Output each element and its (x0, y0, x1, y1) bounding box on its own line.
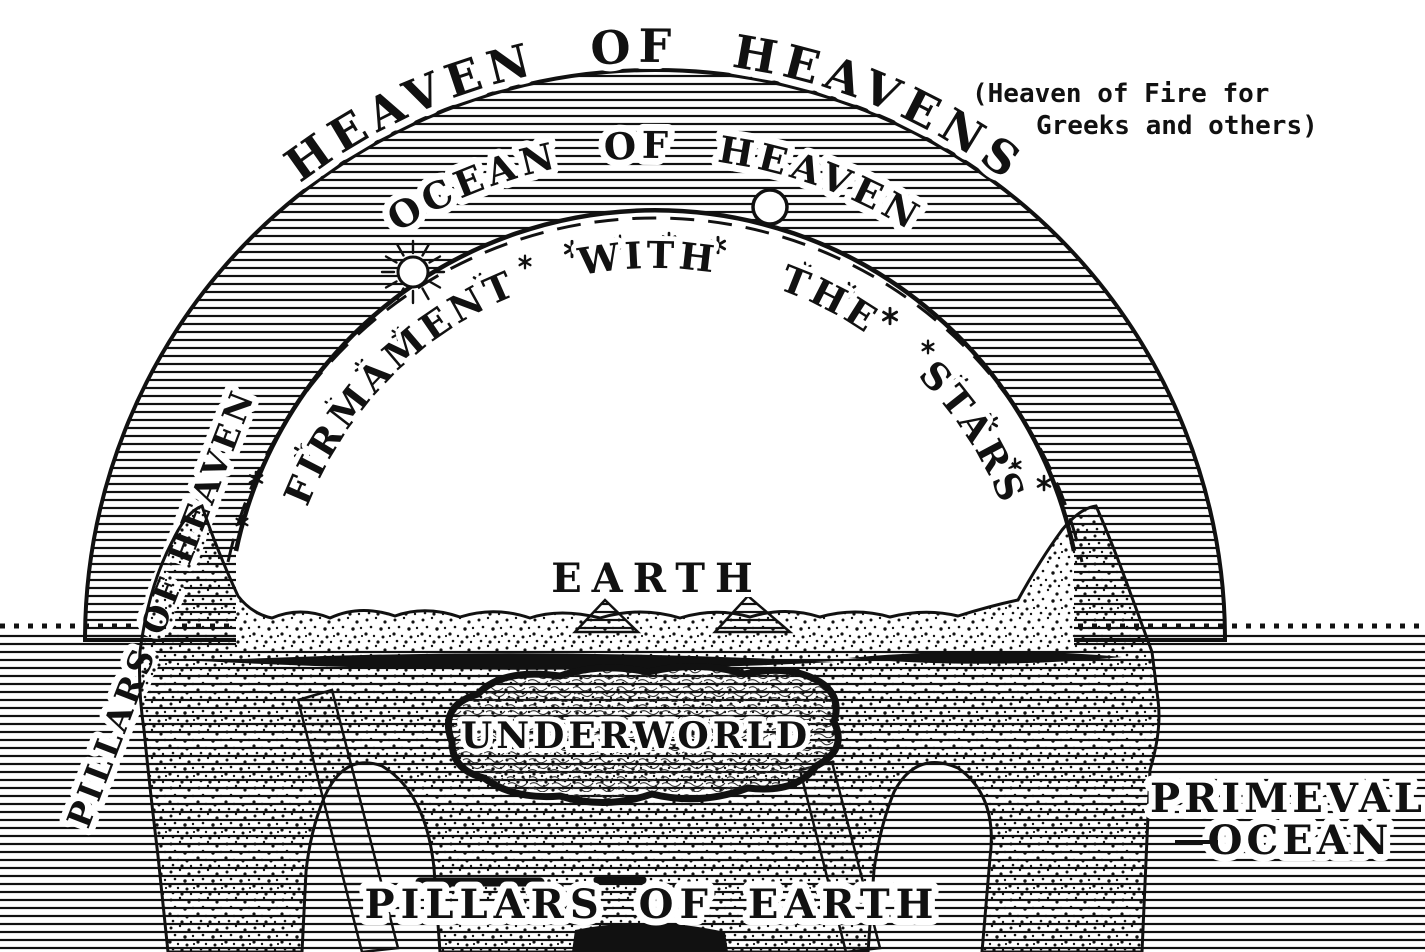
diagonal-strut (296, 688, 400, 952)
surface-mound (572, 598, 642, 634)
sun-icon (380, 239, 446, 305)
annotation-line2: Greeks and others) (1036, 111, 1318, 141)
primeval-text: PRIMEVAL (1150, 775, 1425, 822)
pillars-of-earth-label: PILLARS OF EARTH (365, 881, 940, 928)
surface-mound (712, 594, 794, 634)
firmament-castellation (226, 216, 1084, 563)
annotation-line1: (Heaven of Fire for (972, 79, 1269, 109)
bottom-pillar-shadow (572, 922, 728, 952)
sky-interior (236, 210, 1074, 647)
moon-icon (751, 188, 789, 226)
primeval-ocean-label: PRIMEVAL OCEAN (1143, 768, 1425, 871)
underworld-outline (444, 663, 842, 806)
earth-disc-right (848, 651, 1122, 664)
underworld-label: UNDERWORLD (461, 715, 811, 757)
earth-label: EARTH (551, 555, 763, 602)
underworld-region: UNDERWORLD (444, 663, 842, 806)
annotation: (Heaven of Fire for Greeks and others) (972, 79, 1318, 141)
ocean-text: OCEAN (1208, 817, 1393, 864)
celestial-dome (82, 68, 1228, 647)
